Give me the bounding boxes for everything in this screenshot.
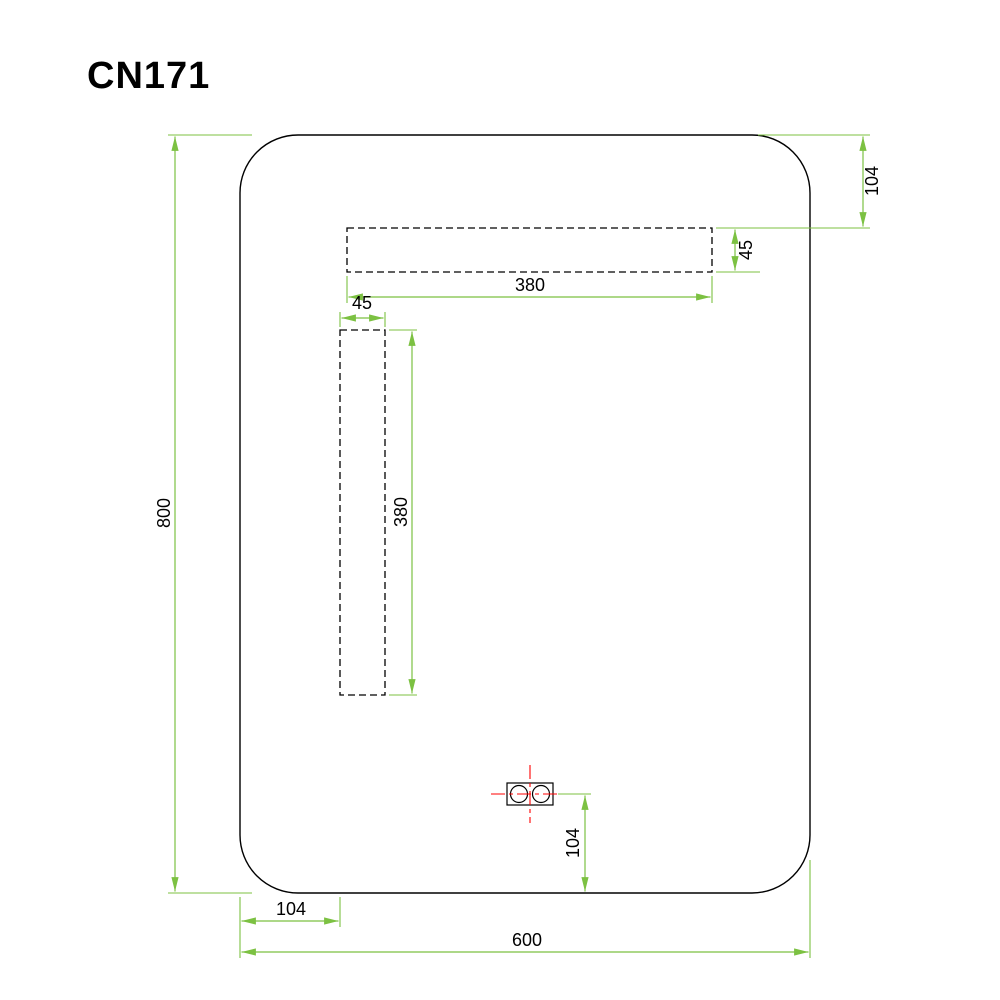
top-light-strip xyxy=(346,227,713,273)
dimension-label-top-light-offset: 104 xyxy=(862,166,882,196)
dimension-label-sensor-offset: 104 xyxy=(563,828,583,858)
dim-side-light-width: 45 xyxy=(339,293,386,327)
dimension-label-overall-width: 600 xyxy=(512,930,542,950)
mirror-outline xyxy=(239,134,811,894)
dim-top-light-width: 45 xyxy=(716,229,760,273)
dim-side-light-offset: 104 xyxy=(241,897,341,927)
dimension-label-overall-height: 800 xyxy=(154,498,174,528)
dimension-label-side-light-offset: 104 xyxy=(276,899,306,919)
drawing-title: CN171 xyxy=(87,55,210,97)
side-light-strip xyxy=(339,329,386,696)
dimension-label-side-light-length: 380 xyxy=(391,497,411,527)
dimension-label-top-light-width: 45 xyxy=(736,240,756,260)
dim-side-light-length: 380 xyxy=(389,329,417,696)
dimension-label-top-light-length: 380 xyxy=(515,275,545,295)
dim-overall-height: 800 xyxy=(154,134,252,894)
dim-overall-width: 600 xyxy=(239,860,811,958)
sensor-detail xyxy=(491,765,569,823)
dim-top-light-length: 380 xyxy=(346,275,713,303)
dim-sensor-offset: 104 xyxy=(558,793,591,892)
dim-top-light-offset: 104 xyxy=(716,134,882,229)
dimension-label-side-light-width: 45 xyxy=(352,293,372,313)
